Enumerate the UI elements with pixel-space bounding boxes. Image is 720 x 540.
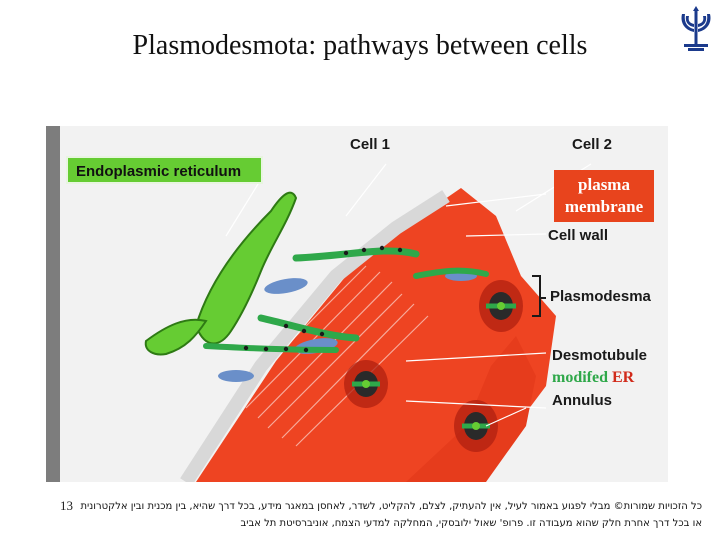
page-number: 13 — [60, 498, 73, 513]
plasma-membrane-label-line2: membrane — [564, 197, 644, 216]
desmotubule-strand — [257, 314, 360, 342]
university-logo-icon — [681, 6, 711, 51]
endoplasmic-reticulum-label: Endoplasmic reticulum — [66, 156, 263, 184]
slide-title: Plasmodesmota: pathways between cells — [132, 30, 588, 61]
leader-line — [405, 352, 547, 362]
membrane-vesicle — [264, 278, 308, 294]
modified-er-word: modifed — [552, 369, 608, 386]
plasma-membrane-cell1 — [180, 190, 450, 482]
plasmodesma-pore — [344, 360, 388, 408]
leader-line — [405, 400, 547, 409]
plasmodesma-pore — [479, 280, 523, 332]
plasma-membrane-label: plasma membrane — [554, 170, 654, 222]
plasmodesma-label: Plasmodesma — [550, 288, 651, 305]
copyright-line-1: כל הזכויות שמורות© מבלי לפגוע באמור לעיל… — [80, 501, 702, 512]
endoplasmic-reticulum-shape — [144, 318, 208, 356]
leader-line — [445, 193, 547, 207]
modified-er-label: modifed ER — [552, 369, 634, 387]
plasmodesma-pore — [454, 400, 498, 452]
cell2-label: Cell 2 — [572, 136, 613, 153]
copyright-line-2: או בכל דרך אחרת חלק שהוא מעבודה זו. פרופ… — [240, 518, 702, 529]
desmotubule-label: Desmotubule — [552, 347, 648, 364]
desmotubule-strand — [292, 247, 420, 262]
cell1-label: Cell 1 — [350, 136, 391, 153]
plasmodesma-bracket — [532, 275, 546, 317]
plasma-membrane-label-line1: plasma — [578, 175, 630, 194]
modified-er-er: ER — [612, 369, 635, 386]
desmotubule-strand — [413, 267, 489, 279]
cell-wall-right-lobe — [406, 336, 536, 482]
leader-line — [465, 233, 547, 237]
annulus-label: Annulus — [552, 392, 612, 409]
membrane-vesicle — [218, 370, 254, 382]
plasmodesmata-diagram: Endoplasmic reticulum Cell 1 Cell 2 plas… — [46, 126, 668, 482]
leader-line — [345, 163, 387, 217]
endoplasmic-reticulum-shape — [194, 191, 298, 345]
left-cell-edge — [46, 126, 60, 482]
leader-line — [485, 407, 527, 427]
leader-line — [225, 175, 264, 237]
cell-wall-label: Cell wall — [548, 227, 609, 244]
